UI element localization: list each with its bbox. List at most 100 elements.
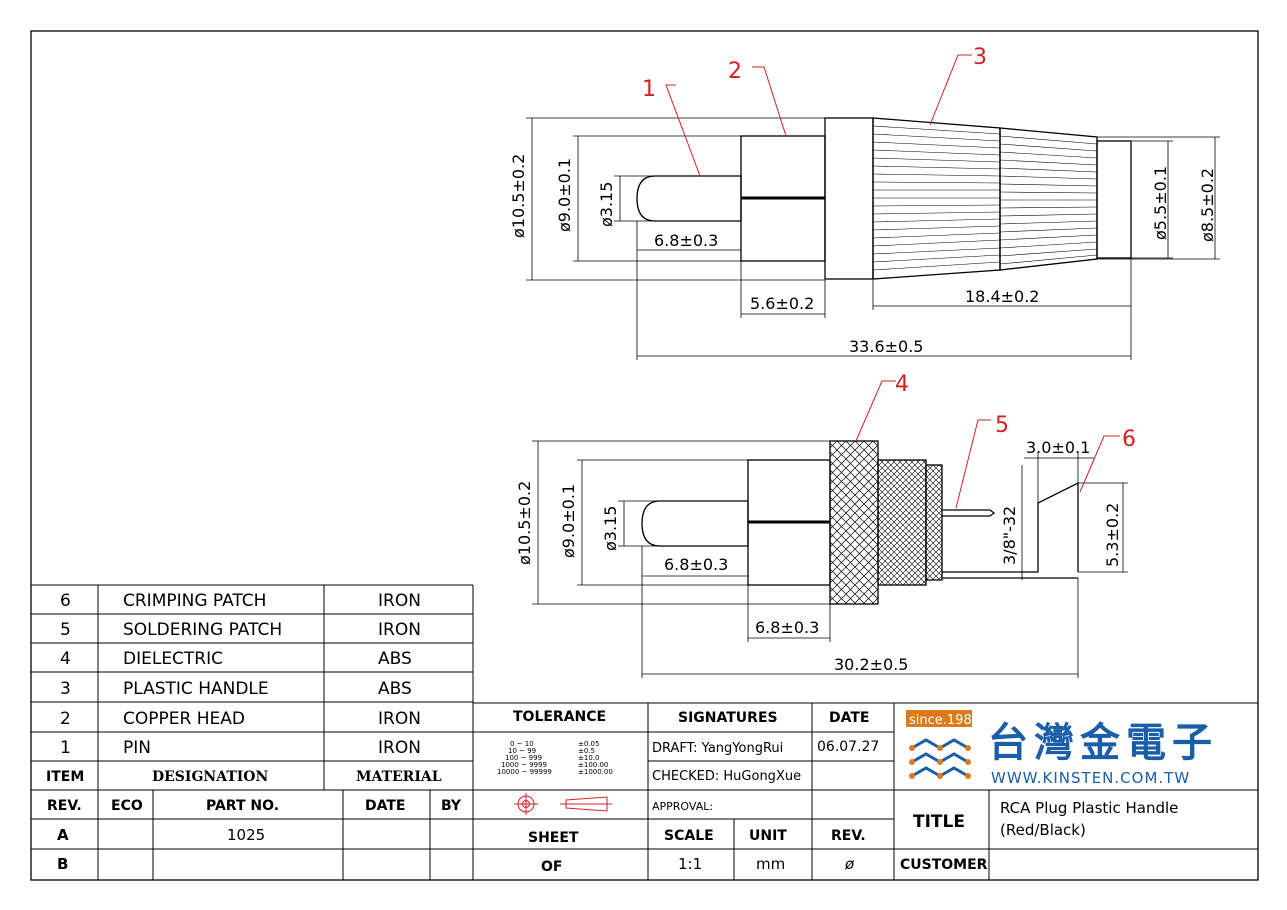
top-head-len-label: 5.6±0.2	[750, 294, 814, 313]
tolerance-value: ±1000.00	[578, 768, 613, 776]
top-total-len-label: 33.6±0.5	[849, 337, 923, 356]
rev-row-rev: B	[57, 855, 68, 873]
title-grid	[473, 702, 1258, 880]
section-patch-h-label: 5.3±0.2	[1103, 503, 1122, 567]
bom-header-material: MATERIAL	[356, 769, 442, 785]
tolerance-value: ±10.0	[578, 754, 599, 762]
top-dimension-lines	[526, 117, 1220, 360]
company-url: WWW.KINSTEN.COM.TW	[991, 769, 1190, 787]
draft-signature: DRAFT: YangYongRui	[652, 741, 783, 756]
tolerance-range: 100 ~ 999	[505, 754, 542, 762]
title-block: TITLE RCA Plug Plastic Handle (Red/Black…	[900, 799, 1178, 873]
section-pin-len-label: 6.8±0.3	[664, 555, 728, 574]
company-name-cn: 台灣金電子	[988, 720, 1218, 766]
tolerance-value: ±0.05	[578, 740, 599, 748]
bom-designation: PIN	[123, 738, 151, 758]
section-head-len-label: 6.8±0.3	[755, 618, 819, 637]
top-pin-len-label: 6.8±0.3	[654, 231, 718, 250]
callout-2: 2	[728, 59, 742, 84]
callout-4: 4	[895, 372, 909, 397]
bom-item: 2	[60, 709, 71, 729]
tolerance-block: TOLERANCE 0 ~ 10 10 ~ 99 100 ~ 999 1000 …	[497, 709, 613, 875]
section-callout-leaders	[855, 380, 1120, 509]
top-view-drawing	[636, 117, 1132, 280]
callout-6: 6	[1122, 427, 1136, 452]
top-d-tail-inner-label: ø5.5±0.1	[1151, 166, 1170, 240]
rev-header-eco: ECO	[111, 798, 143, 814]
of-label: OF	[541, 859, 562, 875]
unit-label: UNIT	[749, 828, 787, 844]
bom-header: ITEM DESIGNATION MATERIAL	[46, 769, 442, 785]
unit-value: mm	[756, 855, 785, 873]
rev-header-by: BY	[441, 798, 462, 814]
bom-header-item: ITEM	[46, 769, 84, 785]
projection-symbol-icon	[514, 793, 612, 815]
signatures-title: SIGNATURES	[678, 710, 778, 726]
section-thread-label: 3/8"-32	[1000, 506, 1019, 565]
rev-row-part: 1025	[227, 826, 265, 844]
sheet-border	[30, 30, 1259, 881]
bom-material: ABS	[378, 649, 412, 669]
bom-material: IRON	[378, 591, 421, 611]
section-total-len-label: 30.2±0.5	[834, 655, 908, 674]
section-dimension-labels: ø10.5±0.2 ø9.0±0.1 ø3.15 6.8±0.3 6.8±0.3…	[515, 438, 1122, 674]
section-view-drawing	[641, 440, 1079, 605]
bom-table	[31, 584, 1258, 880]
bom-designation: COPPER HEAD	[123, 709, 245, 729]
top-callouts: 1 2 3	[642, 45, 987, 102]
rev-header-date: DATE	[365, 798, 405, 814]
section-d-outer-label: ø10.5±0.2	[515, 481, 534, 565]
date-title: DATE	[829, 710, 869, 726]
scale-value: 1:1	[678, 855, 702, 873]
section-d-pin-label: ø3.15	[601, 506, 620, 551]
bom-material: IRON	[378, 620, 421, 640]
title-label: TITLE	[913, 812, 965, 832]
bom-header-designation: DESIGNATION	[152, 769, 268, 785]
callout-1: 1	[642, 77, 656, 102]
customer-label: CUSTOMER	[900, 857, 988, 873]
tolerance-value: ±100.00	[578, 761, 608, 769]
bom-cells: 6 CRIMPING PATCH IRON 5 SOLDERING PATCH …	[60, 591, 421, 758]
signatures-block: SIGNATURES DATE DRAFT: YangYongRui 06.07…	[652, 710, 879, 873]
top-d-outer-label: ø10.5±0.2	[509, 154, 528, 238]
rev-row-rev: A	[57, 826, 69, 844]
top-callout-leaders	[665, 54, 972, 177]
sheet-label: SHEET	[528, 830, 579, 846]
top-d-head-label: ø9.0±0.1	[555, 158, 574, 232]
checked-signature: CHECKED: HuGongXue	[652, 769, 801, 784]
rev-value: ø	[844, 855, 855, 873]
bom-material: ABS	[378, 679, 412, 699]
approval-label: APPROVAL:	[652, 800, 713, 813]
tolerance-range: 10 ~ 99	[508, 747, 536, 755]
top-dimension-labels: ø10.5±0.2 ø9.0±0.1 ø3.15 6.8±0.3 5.6±0.2…	[509, 154, 1217, 356]
bom-item: 1	[60, 738, 71, 758]
rev-header-part: PART NO.	[206, 798, 279, 814]
tolerance-range: 1000 ~ 9999	[501, 761, 547, 769]
draft-date: 06.07.27	[817, 739, 879, 755]
bom-designation: CRIMPING PATCH	[123, 591, 266, 611]
bom-item: 4	[60, 649, 71, 669]
bom-material: IRON	[378, 738, 421, 758]
section-patch-w-label: 3.0±0.1	[1026, 438, 1090, 457]
top-d-pin-label: ø3.15	[597, 182, 616, 227]
section-callouts: 4 5 6	[895, 372, 1136, 452]
rev-label: REV.	[831, 828, 866, 844]
rev-header-rev: REV.	[47, 798, 82, 814]
section-dimension-lines	[532, 440, 1128, 678]
since-text: since.1980	[909, 713, 980, 728]
title-line-1: RCA Plug Plastic Handle	[1000, 799, 1178, 817]
scale-label: SCALE	[664, 828, 714, 844]
revision-table	[31, 790, 1258, 880]
revision-header: REV. ECO PART NO. DATE BY	[47, 798, 462, 814]
tolerance-range: 0 ~ 10	[510, 740, 534, 748]
bom-material: IRON	[378, 709, 421, 729]
tolerance-title: TOLERANCE	[513, 709, 606, 725]
callout-3: 3	[973, 45, 987, 70]
tolerance-value: ±0.5	[578, 747, 595, 755]
top-handle-len-label: 18.4±0.2	[965, 287, 1039, 306]
bom-item: 6	[60, 591, 71, 611]
tolerance-range: 10000 ~ 99999	[497, 768, 552, 776]
bom-item: 5	[60, 620, 71, 640]
title-line-2: (Red/Black)	[1000, 821, 1086, 839]
